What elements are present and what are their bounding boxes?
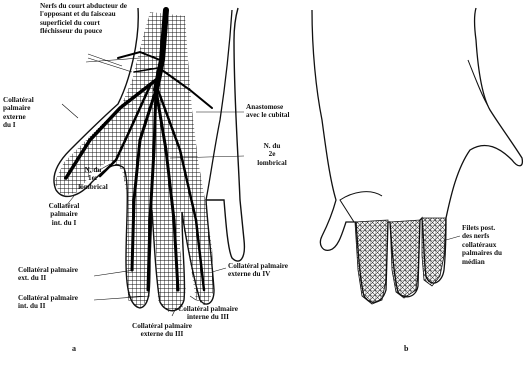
label-collateral-ext-II: Collatéral palmaire ext. du II <box>18 266 108 283</box>
label-collateral-interne-III: Collatéral palmaire interne du III <box>168 305 248 322</box>
leader-line-filets <box>446 236 460 240</box>
label-collateral-int-I: Collatéral palmaire int. du I <box>36 202 92 227</box>
label-collateral-externe-III: Collatéral palmaire externe du III <box>122 322 202 339</box>
label-thenar-nerves: Nerfs du court abducteur de l'opposant e… <box>40 2 164 36</box>
dorsal-line-2 <box>340 192 382 222</box>
dorsal-hatched-middle <box>390 220 420 298</box>
panel-label-b: b <box>404 344 408 353</box>
label-n-1er-lombrical: N. du 1er lombrical <box>78 166 108 191</box>
label-anastomose: Anastomose avec le cubital <box>246 103 326 120</box>
dorsal-hatched-index <box>355 220 388 304</box>
panel-label-a: a <box>72 344 76 353</box>
label-collateral-int-II: Collatéral palmaire int. du II <box>18 294 108 311</box>
label-collateral-externe-I: Collatéral palmaire externe du I <box>3 96 63 130</box>
label-n-2e-lombrical: N. du 2e lombrical <box>246 142 298 167</box>
label-collateral-externe-IV: Collatéral palmaire externe du IV <box>228 262 314 279</box>
label-filets-posterieurs: Filets post. des nerfs collatéraux palma… <box>462 224 528 266</box>
